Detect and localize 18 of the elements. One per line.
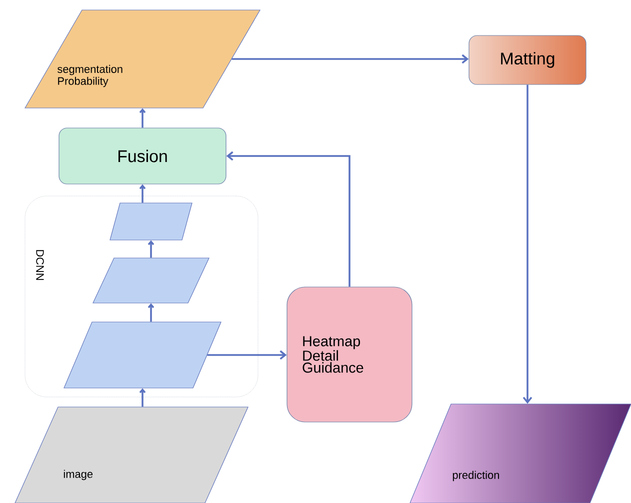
arrow [226, 151, 350, 287]
input-parallelogram: image [14, 406, 248, 503]
feature-map-parallelogram [110, 202, 192, 240]
process-box: Fusion [58, 128, 226, 184]
arrow [139, 388, 146, 407]
feature-map-parallelogram [64, 322, 222, 388]
arrow [207, 350, 287, 360]
arrow [232, 54, 469, 64]
output-parallelogram: prediction [410, 404, 631, 503]
arrow [139, 108, 146, 128]
process-box: Heatmap Detail Guidance [286, 286, 412, 422]
arrow [148, 240, 154, 258]
feature-map-parallelogram [92, 258, 210, 304]
arrow [148, 303, 154, 322]
group-box: DCNN [24, 196, 258, 398]
arrow [139, 184, 146, 203]
process-box: Matting [468, 35, 586, 85]
arrow [522, 84, 532, 404]
